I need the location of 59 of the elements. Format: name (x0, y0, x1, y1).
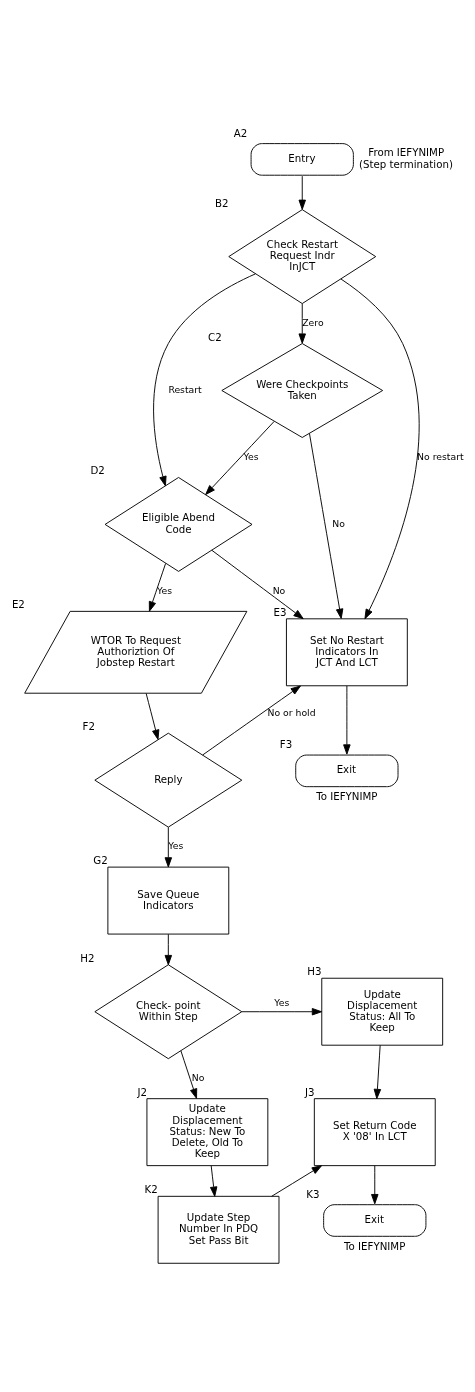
node-box: Set Return Code X '08' In LCT (313, 1098, 436, 1167)
node-label: From IEFYNIMP (Step termination) (358, 147, 453, 170)
node-label: E3 (273, 606, 287, 618)
edge-label: Restart (168, 383, 202, 395)
node-label: B2 (215, 197, 229, 209)
edge-label: No (272, 584, 286, 596)
node-box: Update Displacement Status: New To Delete, Old To Keep (146, 1098, 269, 1167)
arrow (343, 685, 351, 755)
node-box: Exit (295, 754, 399, 788)
node-label: K2 (144, 1184, 158, 1196)
arrow (164, 826, 173, 868)
arrow (148, 563, 167, 612)
edge-label: Yes (157, 584, 173, 596)
node-label: G2 (93, 855, 108, 867)
arrow (298, 175, 306, 210)
arrow (153, 273, 256, 487)
edge-label: No restart (417, 450, 464, 462)
node-label: C2 (208, 331, 222, 343)
node-box: Entry (250, 143, 354, 176)
node-label: J2 (137, 1086, 148, 1098)
arrow (298, 303, 306, 344)
arrow (271, 1165, 322, 1197)
arrow (373, 1044, 382, 1100)
edge-label: No (332, 517, 345, 529)
node-label: E2 (11, 599, 25, 611)
arrow (180, 1050, 198, 1099)
node-diamond: Check Restart Request Indr InJCT (228, 209, 377, 304)
node-diamond: Check- point Within Step (94, 964, 243, 1060)
edge-label: Yes (274, 997, 290, 1009)
node-diamond: Were Checkpoints Taken (221, 343, 384, 438)
arrow (209, 1165, 218, 1197)
node-box: Exit (323, 1204, 427, 1237)
node-box: Set No Restart Indicators In JCT And LCT (285, 618, 408, 687)
node-diamond: Reply (94, 732, 243, 828)
node-label: To IEFYNIMP (316, 791, 378, 803)
arrow (371, 1165, 379, 1205)
node-label: H2 (80, 952, 95, 964)
node-label: K3 (306, 1189, 320, 1200)
arrow (211, 549, 304, 620)
arrow (241, 1008, 323, 1016)
node-label: A2 (233, 127, 248, 139)
arrow (205, 420, 275, 495)
node-label: To IEFYNIMP (344, 1241, 406, 1253)
node-label: H3 (307, 966, 322, 978)
arrow (164, 933, 173, 966)
node-label: J3 (304, 1086, 315, 1098)
edge-label: No or hold (267, 706, 316, 718)
arrow (309, 433, 344, 619)
node-box: Update Displacement Status: All To Keep (321, 977, 444, 1046)
edge-label: Yes (243, 450, 259, 462)
node-label: F3 (279, 739, 293, 751)
arrow (202, 685, 301, 756)
node-label: F2 (82, 721, 96, 733)
edge-label: No (191, 1072, 205, 1084)
node-box: Save Queue Indicators (107, 866, 230, 935)
arrow (145, 692, 160, 740)
node-label: D2 (90, 465, 105, 477)
node-box: Update Step Number In PDQ Set Pass Bit (157, 1195, 280, 1264)
arrow (340, 278, 420, 620)
